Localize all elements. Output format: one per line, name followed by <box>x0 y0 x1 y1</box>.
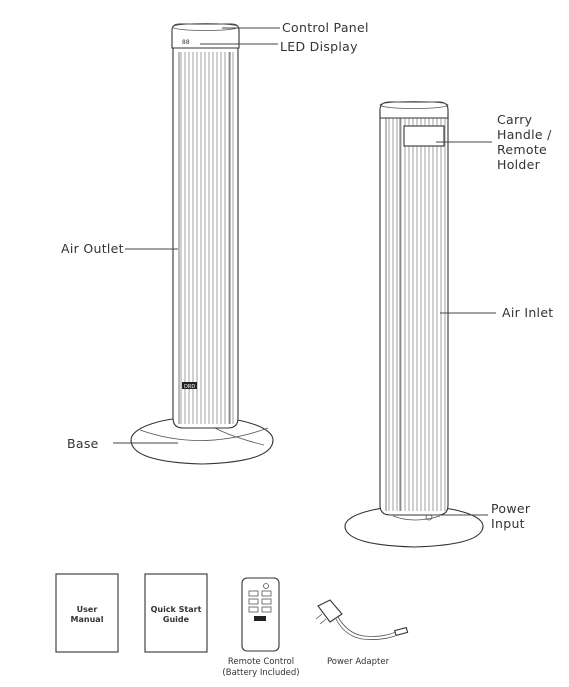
air-inlet-label: Air Inlet <box>502 305 554 320</box>
power-input-callout: Power Input <box>432 501 531 531</box>
tower-fan-front: 88 DRD <box>130 23 274 465</box>
control-panel-label: Control Panel <box>282 20 369 35</box>
svg-text:88: 88 <box>182 39 190 46</box>
power-adapter-label: Power Adapter <box>327 657 390 667</box>
base-label: Base <box>67 436 99 451</box>
user-manual-label-2: Manual <box>71 615 104 624</box>
power-adapter-icon: Power Adapter <box>315 599 409 667</box>
led-display-callout: LED Display <box>200 39 358 54</box>
remote-label-1: Remote Control <box>228 657 294 667</box>
carry-handle-label-4: Holder <box>497 157 541 172</box>
svg-text:DRD: DRD <box>184 384 195 390</box>
remote-control-icon: Remote Control (Battery Included) <box>222 577 300 678</box>
air-outlet-label: Air Outlet <box>61 241 124 256</box>
power-input-label-1: Power <box>491 501 531 516</box>
quick-start-guide-icon: Quick Start Guide <box>144 573 208 653</box>
quick-start-label-2: Guide <box>163 615 190 624</box>
quick-start-label-1: Quick Start <box>151 605 202 614</box>
air-outlet-callout: Air Outlet <box>61 241 178 256</box>
air-inlet-callout: Air Inlet <box>440 305 554 320</box>
user-manual-label-1: User <box>77 605 98 614</box>
control-panel-callout: Control Panel <box>222 20 369 35</box>
tower-fan-back <box>344 101 484 548</box>
carry-handle-label-1: Carry <box>497 112 533 127</box>
user-manual-icon: User Manual <box>55 573 119 653</box>
led-display-label: LED Display <box>280 39 358 54</box>
base-callout: Base <box>67 436 178 451</box>
carry-handle-label-3: Remote <box>497 142 547 157</box>
carry-handle-callout: Carry Handle / Remote Holder <box>436 112 552 172</box>
power-input-label-2: Input <box>491 516 525 531</box>
carry-handle-label-2: Handle / <box>497 127 552 142</box>
remote-label-2: (Battery Included) <box>222 668 299 678</box>
